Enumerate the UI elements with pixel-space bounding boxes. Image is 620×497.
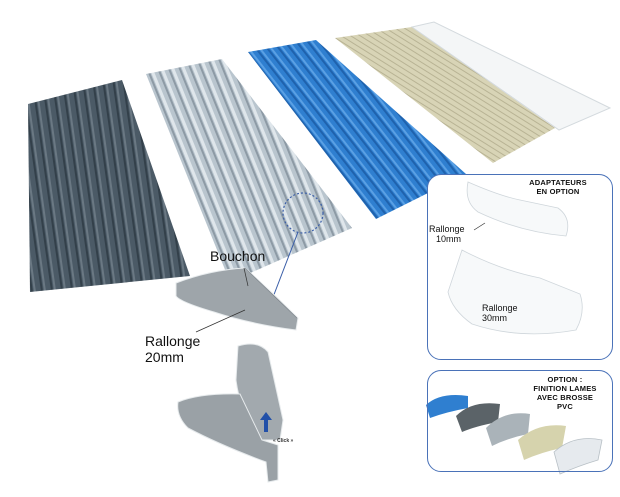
rallonge-20-label-line1: Rallonge [145,333,201,349]
brush-title-line1: OPTION : [547,375,583,384]
beige-slat [335,27,555,163]
brush-option-panel [427,370,613,472]
adapters-title: ADAPTATEURS EN OPTION [518,178,598,196]
click-label: « Click » [273,438,294,444]
blue-slat [248,40,466,219]
dark-grey-slat [28,80,190,292]
rallonge-30-label-line2: 30mm [482,313,508,323]
end-cap-assembly [177,343,284,483]
rallonge-10-label-line2: 10mm [436,234,462,244]
white-slat [410,21,612,131]
end-cap-part [175,267,299,333]
brush-option-title: OPTION : FINITION LAMES AVEC BROSSE PVC [525,375,605,411]
light-grey-slat [146,59,352,282]
rallonge-10-label-line1: Rallonge [429,224,465,234]
detail-callout-circle [282,192,324,234]
adapters-title-line1: ADAPTATEURS [529,178,587,187]
adapters-panel [427,174,613,360]
adapters-title-line2: EN OPTION [536,187,580,196]
brush-caps [426,395,603,475]
brush-title-line4: PVC [556,402,574,411]
rallonge-20-label-line2: 20mm [145,349,184,365]
click-arrow-icon [260,412,272,432]
brush-title-line2: FINITION LAMES [533,384,597,393]
brush-title-line3: AVEC BROSSE [536,393,594,402]
bouchon-label: Bouchon [210,248,266,264]
rallonge-30-label-line1: Rallonge [482,303,518,313]
